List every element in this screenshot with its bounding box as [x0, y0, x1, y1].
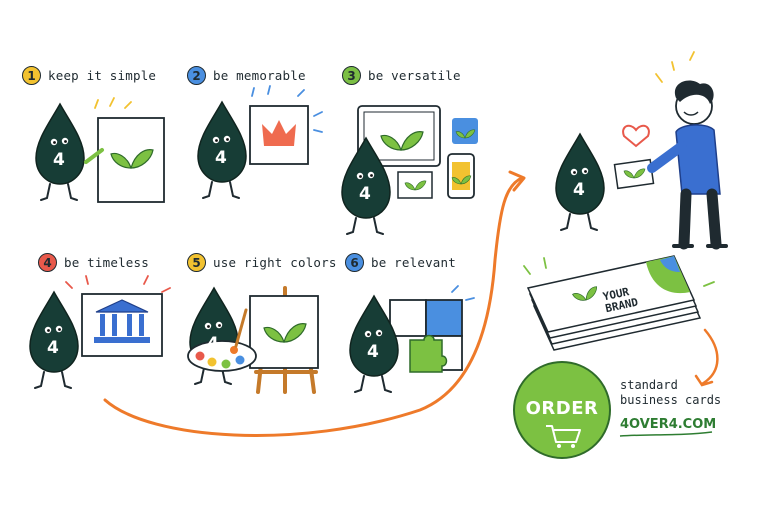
step-label: be relevant	[371, 255, 456, 270]
step-5: 5 use right colors	[187, 253, 337, 272]
step-badge: 2	[187, 66, 206, 85]
order-description: standard business cards	[620, 378, 721, 408]
cart-icon	[546, 425, 581, 443]
order-line1: standard	[620, 378, 678, 392]
mascot-number: 4	[367, 342, 379, 362]
mascot-number: 4	[47, 338, 59, 358]
step-label: keep it simple	[48, 68, 157, 83]
step-label: be versatile	[368, 68, 461, 83]
step-4: 4 be timeless	[38, 253, 149, 272]
panel-be-relevant	[349, 285, 475, 393]
panel-keep-it-simple	[35, 97, 165, 203]
step-1: 1 keep it simple	[22, 66, 156, 85]
order-button[interactable]	[513, 361, 611, 459]
step-6: 6 be relevant	[345, 253, 456, 272]
step-3: 3 be versatile	[342, 66, 461, 85]
site-url[interactable]: 4OVER4.COM	[620, 417, 717, 432]
flow-arrow-head	[508, 170, 526, 192]
step-badge: 1	[22, 66, 41, 85]
step-badge: 6	[345, 253, 364, 272]
mascot-number: 4	[215, 148, 227, 168]
panel-use-right-colors	[187, 286, 319, 394]
step-label: use right colors	[213, 255, 337, 270]
step-badge: 5	[187, 253, 206, 272]
mascot-number: 4	[53, 150, 65, 170]
mascot-number: 4	[207, 334, 219, 354]
handoff-scene	[555, 51, 728, 250]
url-underline	[619, 431, 713, 437]
step-label: be memorable	[213, 68, 306, 83]
step-badge: 3	[342, 66, 361, 85]
panel-be-versatile	[341, 105, 478, 235]
panel-be-timeless	[29, 275, 171, 389]
order-arrow	[700, 328, 719, 386]
business-card-stack	[523, 255, 715, 351]
mascot-number: 4	[359, 184, 371, 204]
order-line2: business cards	[620, 393, 722, 407]
flow-arrow	[103, 176, 524, 437]
order-arrow-head	[694, 374, 714, 387]
order-button-label[interactable]: ORDER	[525, 398, 599, 419]
step-2: 2 be memorable	[187, 66, 306, 85]
step-label: be timeless	[64, 255, 149, 270]
panel-be-memorable	[197, 85, 323, 199]
mascot-number: 4	[573, 180, 585, 200]
step-badge: 4	[38, 253, 57, 272]
